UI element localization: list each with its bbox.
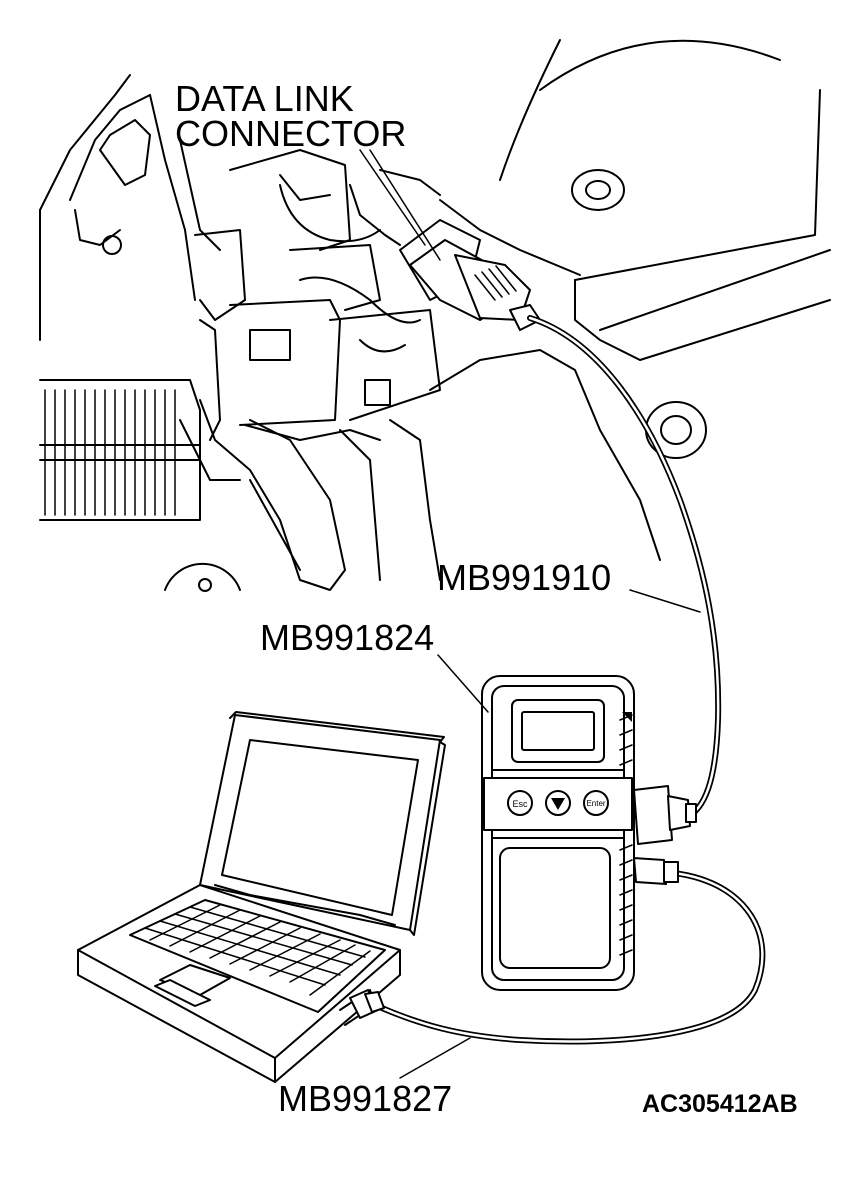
label-mb991824: MB991824	[260, 617, 434, 658]
label-mb991827: MB991827	[278, 1078, 452, 1119]
engine-bay-illustration	[39, 39, 831, 592]
enter-label: Enter	[586, 799, 605, 808]
laptop-computer	[77, 711, 446, 1083]
figure-code: AC305412AB	[642, 1090, 798, 1118]
vci-device: Esc Enter	[481, 675, 635, 991]
vci-cable-connector-bottom	[633, 857, 679, 885]
esc-label: Esc	[512, 799, 528, 809]
data-link-label-line1: DATA LINK	[175, 78, 354, 119]
enter-button: Enter	[583, 790, 609, 816]
leader-mb991827	[399, 1037, 471, 1079]
esc-button: Esc	[507, 790, 533, 816]
label-mb991910: MB991910	[437, 557, 611, 598]
data-link-connector	[399, 219, 541, 331]
leader-mb991824	[437, 654, 489, 713]
data-link-label-line2: CONNECTOR	[175, 113, 406, 154]
data-link-leader-1	[359, 149, 426, 246]
down-arrow-icon	[551, 798, 565, 810]
laptop-cable-plug	[349, 989, 385, 1019]
down-button	[545, 790, 571, 816]
vci-cable-connector-top	[633, 785, 697, 845]
data-link-leader-2	[369, 149, 441, 261]
leader-mb991910	[629, 589, 701, 613]
